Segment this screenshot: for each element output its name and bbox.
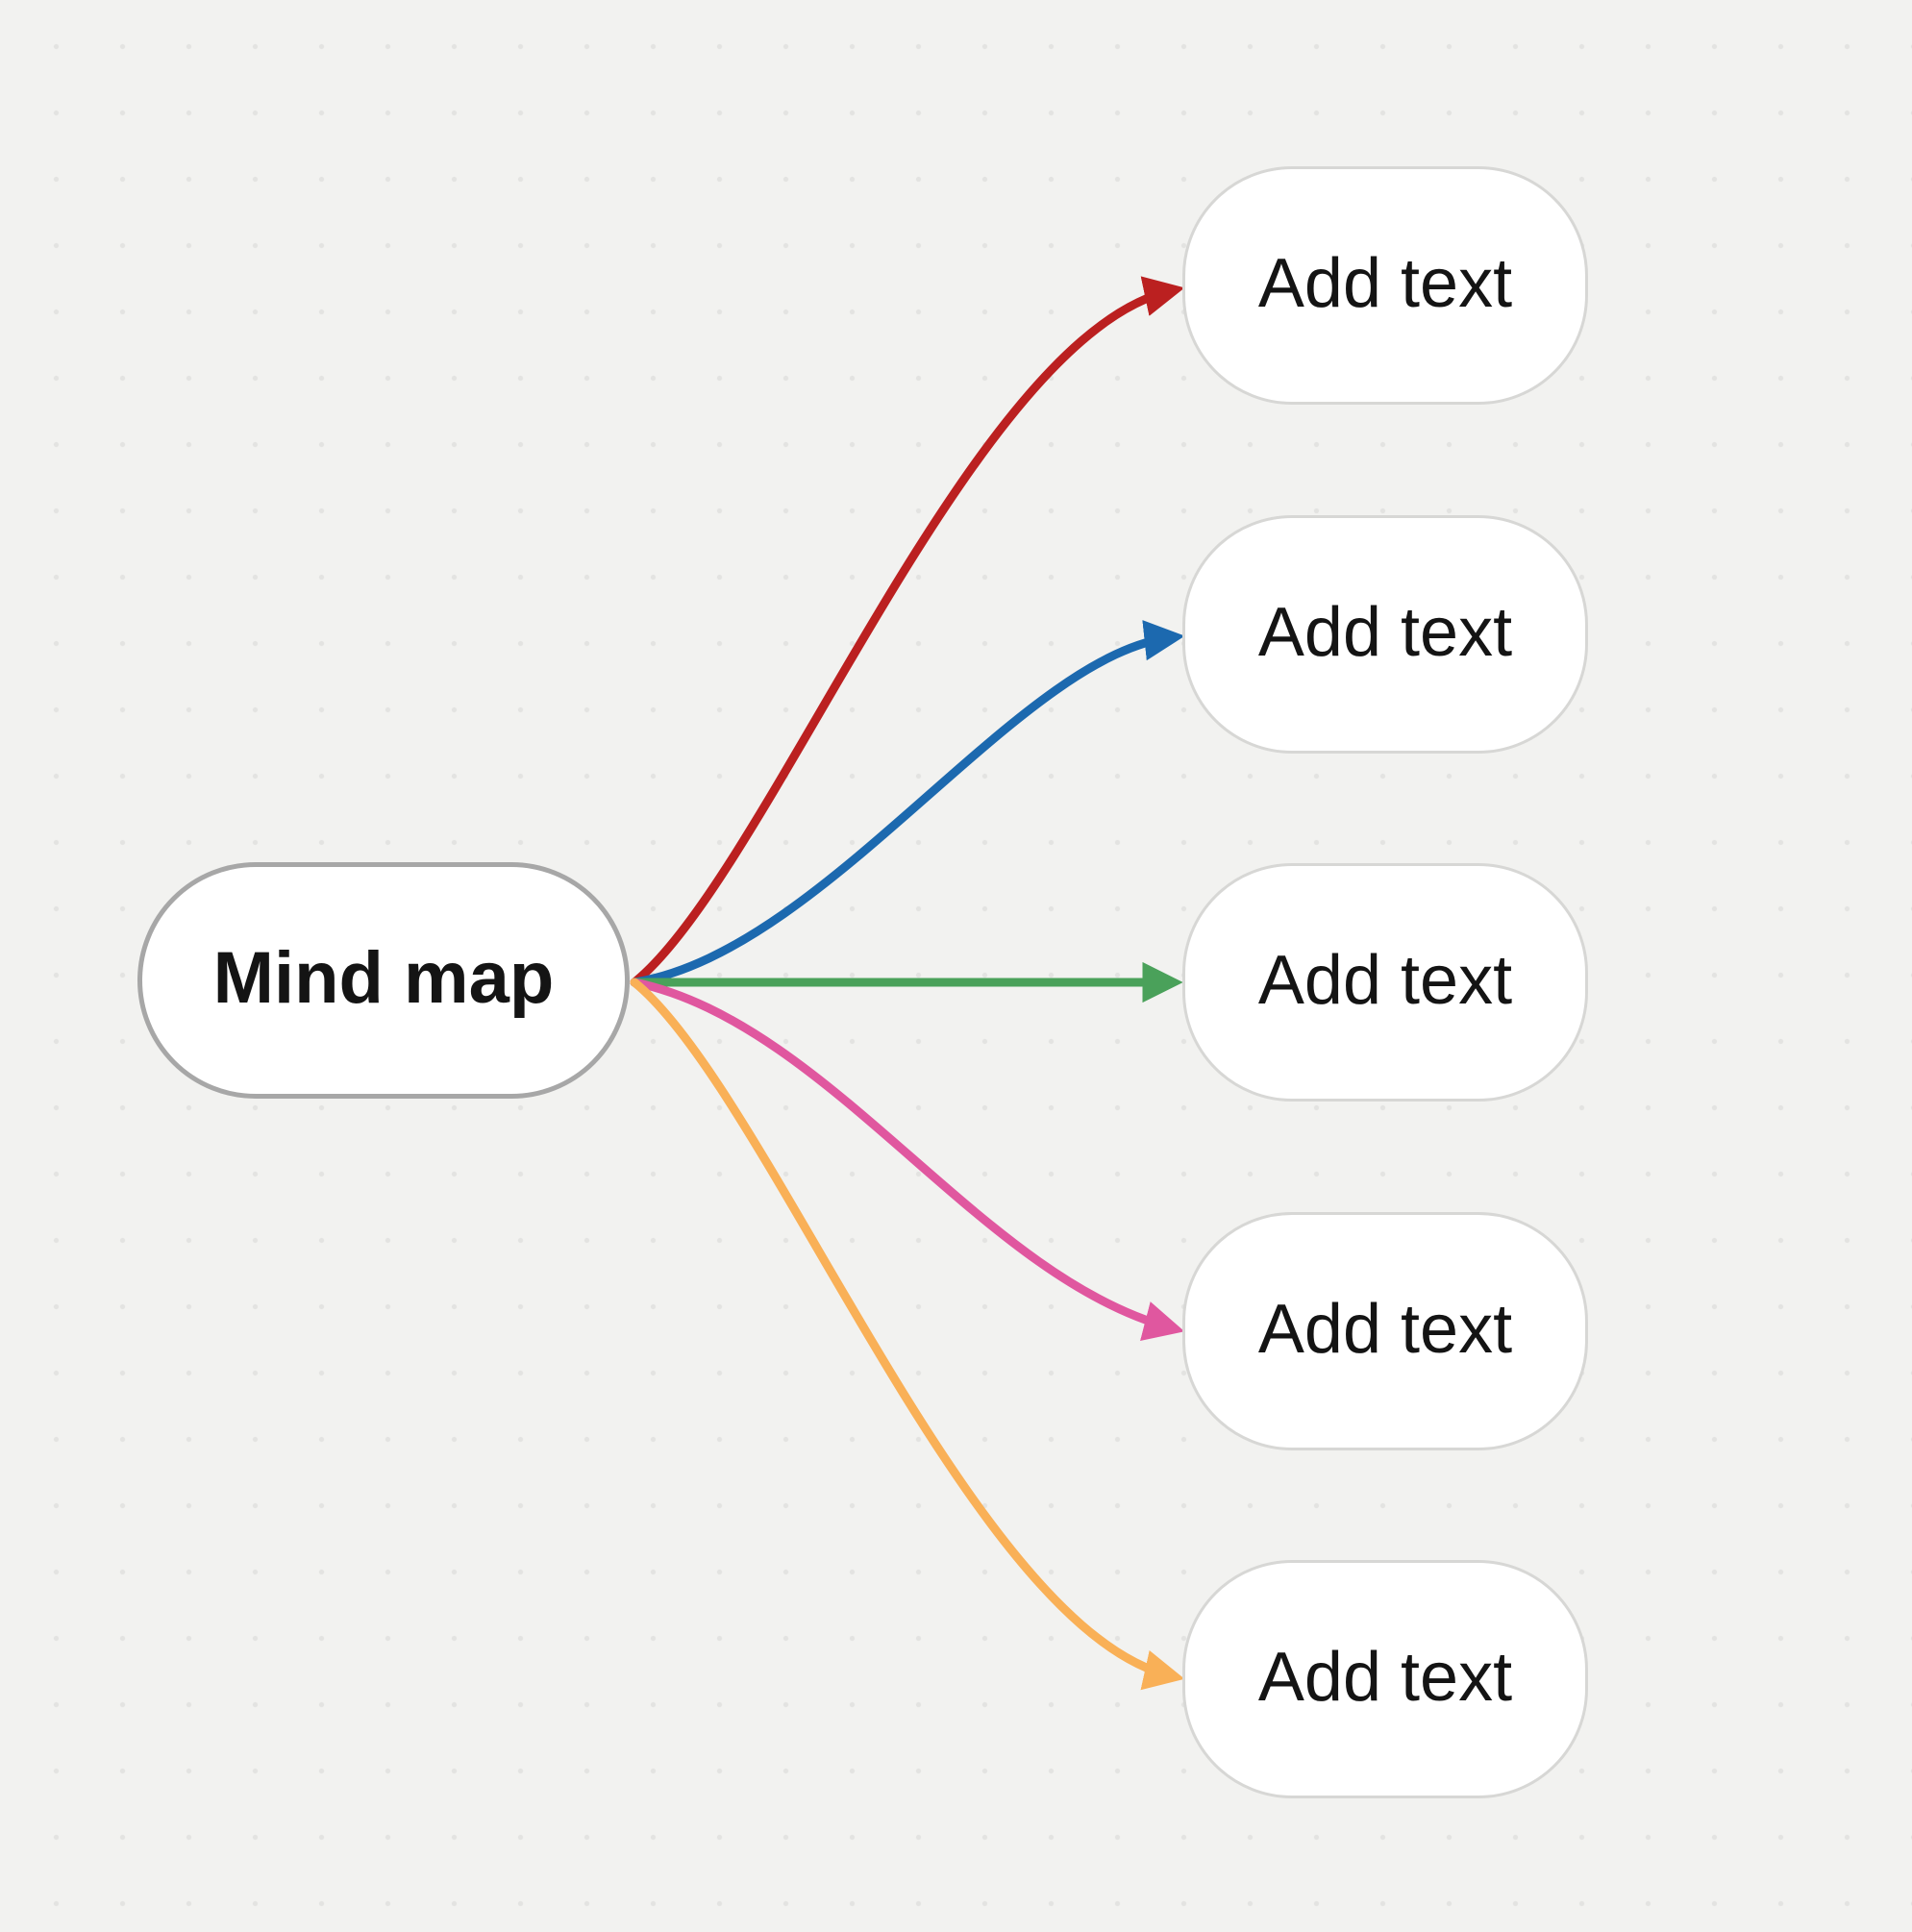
branch-node-5[interactable]: Add text bbox=[1182, 1560, 1588, 1798]
branch-node-label: Add text bbox=[1257, 245, 1513, 322]
connector-branch-2[interactable] bbox=[630, 620, 1185, 987]
connector-branch-1[interactable] bbox=[630, 276, 1185, 987]
branch-node-label: Add text bbox=[1257, 942, 1513, 1019]
branch-node-label: Add text bbox=[1257, 1639, 1513, 1716]
branch-node-4[interactable]: Add text bbox=[1182, 1212, 1588, 1450]
branch-node-1[interactable]: Add text bbox=[1182, 166, 1588, 405]
connector-branch-4[interactable] bbox=[630, 978, 1185, 1341]
connector-branch-5[interactable] bbox=[630, 978, 1185, 1691]
branch-node-2[interactable]: Add text bbox=[1182, 515, 1588, 754]
root-node-label: Mind map bbox=[212, 937, 555, 1019]
branch-node-label: Add text bbox=[1257, 594, 1513, 671]
root-node[interactable]: Mind map bbox=[137, 862, 630, 1099]
branch-node-label: Add text bbox=[1257, 1291, 1513, 1368]
branch-node-3[interactable]: Add text bbox=[1182, 863, 1588, 1102]
